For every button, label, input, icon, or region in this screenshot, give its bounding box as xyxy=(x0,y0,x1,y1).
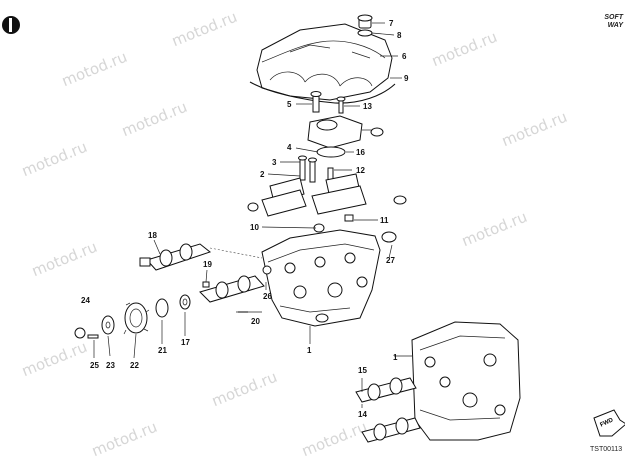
cylinder-head-assembly xyxy=(411,321,521,441)
callout-14: 14 xyxy=(358,410,367,419)
callout-18: 18 xyxy=(148,231,157,240)
callout-16: 16 xyxy=(356,148,365,157)
brand-line-1: SOFT xyxy=(604,14,623,21)
camshaft-sprocket xyxy=(123,302,150,335)
spacer xyxy=(155,294,191,318)
callout-23: 23 xyxy=(106,361,115,370)
bolt xyxy=(74,327,99,339)
callout-21: 21 xyxy=(158,346,167,355)
cylinder-head xyxy=(261,229,397,327)
callout-15: 15 xyxy=(358,366,367,375)
callout-25: 25 xyxy=(90,361,99,370)
callout-1: 1 xyxy=(393,353,398,362)
callout-1: 1 xyxy=(307,346,312,355)
callout-24: 24 xyxy=(81,296,90,305)
callout-26: 26 xyxy=(263,292,272,301)
callout-4: 4 xyxy=(287,143,292,152)
oil-filler-cap xyxy=(357,14,373,37)
camshaft-assembled xyxy=(355,377,421,443)
bearing-caps xyxy=(247,173,407,233)
callout-27: 27 xyxy=(386,256,395,265)
callout-6: 6 xyxy=(402,52,407,61)
callout-13: 13 xyxy=(363,102,372,111)
valve-cover xyxy=(249,23,396,104)
brand-line-2: WAY xyxy=(607,22,623,29)
callout-11: 11 xyxy=(380,216,389,225)
washer xyxy=(101,315,115,335)
brand-logo: SOFT WAY xyxy=(589,14,623,30)
distributor-housing xyxy=(307,115,384,158)
cap-bolts xyxy=(298,155,334,185)
camshaft-exhaust xyxy=(199,275,265,313)
round-logo-icon xyxy=(2,16,20,34)
callout-10: 10 xyxy=(250,223,259,232)
callout-20: 20 xyxy=(251,317,260,326)
forward-arrow-icon xyxy=(593,409,625,437)
cover-bolts xyxy=(310,91,346,114)
callout-17: 17 xyxy=(181,338,190,347)
callout-3: 3 xyxy=(272,158,277,167)
callout-8: 8 xyxy=(397,31,402,40)
callout-7: 7 xyxy=(389,19,394,28)
callout-9: 9 xyxy=(404,74,409,83)
callout-2: 2 xyxy=(260,170,265,179)
camshaft-intake xyxy=(139,243,263,271)
callout-22: 22 xyxy=(130,361,139,370)
pin xyxy=(202,281,210,288)
callout-19: 19 xyxy=(203,260,212,269)
callout-12: 12 xyxy=(356,166,365,175)
figure-code: TST00113 xyxy=(590,446,623,453)
callout-5: 5 xyxy=(287,100,292,109)
leader-lines xyxy=(93,22,412,408)
